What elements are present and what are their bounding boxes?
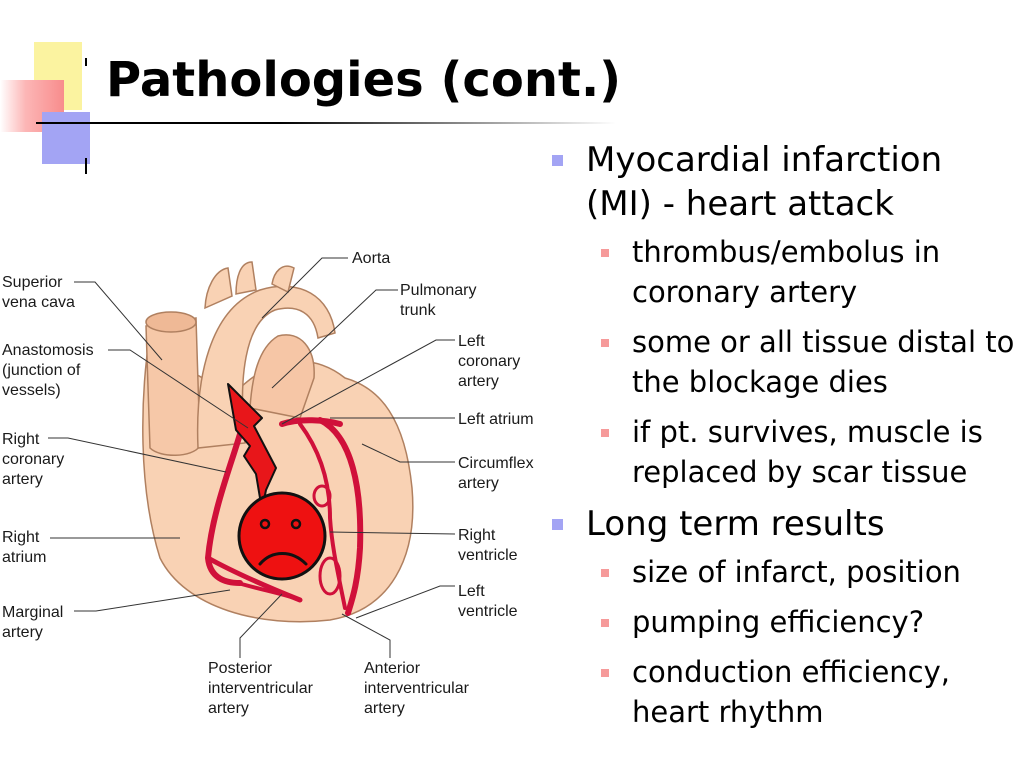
label-marginal-artery: artery — [2, 624, 43, 641]
label-right-atrium: Right — [2, 529, 40, 546]
label-anterior-interventricular-artery: interventricular — [364, 680, 470, 697]
superior-vena-cava — [145, 317, 201, 456]
bullet-list: Myocardial infarction (MI) - heart attac… — [548, 136, 1018, 742]
label-left-ventricle: ventricle — [458, 603, 518, 620]
sub-bullet-text: if pt. survives, muscle is replaced by s… — [632, 415, 983, 489]
label-posterior-interventricular-artery: Posterior — [208, 660, 273, 677]
label-right-atrium: atrium — [2, 549, 46, 566]
sub-bullet-square-icon — [601, 339, 609, 347]
sub-bullet-square-icon — [601, 429, 609, 437]
sub-bullet-square-icon — [601, 249, 609, 257]
bullet-square-icon — [552, 519, 563, 530]
label-left-atrium: Left atrium — [458, 411, 534, 428]
label-circumflex-artery: Circumflex — [458, 455, 534, 472]
label-aorta: Aorta — [352, 250, 390, 267]
label-posterior-interventricular-artery: interventricular — [208, 680, 314, 697]
coronary-arteries — [204, 417, 364, 616]
label-left-coronary-artery: artery — [458, 373, 499, 390]
sub-bullet-text: thrombus/embolus in coronary artery — [632, 235, 941, 309]
decor-tick — [85, 158, 87, 174]
sub-bullet-item: conduction efficiency, heart rhythm — [586, 652, 1018, 732]
sub-bullet-item: some or all tissue distal to the blockag… — [586, 322, 1018, 402]
slide-title: Pathologies (cont.) — [106, 52, 622, 108]
label-anastomosis: Anastomosis — [2, 342, 94, 359]
posterior-interventricular-path — [236, 581, 302, 602]
aorta-branch — [204, 267, 233, 310]
label-superior-vena-cava: vena cava — [2, 294, 75, 311]
label-anterior-interventricular-artery: Anterior — [364, 660, 421, 677]
sub-bullet-item: thrombus/embolus in coronary artery — [586, 232, 1018, 312]
vessel-loop — [318, 556, 342, 596]
sub-bullet-text: some or all tissue distal to the blockag… — [632, 325, 1015, 399]
left-coronary-artery — [279, 417, 343, 427]
sub-bullet-text: conduction efficiency, heart rhythm — [632, 655, 950, 729]
label-superior-vena-cava: Superior — [2, 274, 63, 291]
label-circumflex-artery: artery — [458, 475, 499, 492]
sub-bullet-item: pumping efficiency? — [586, 602, 1018, 642]
bullet-square-icon — [552, 155, 563, 166]
label-posterior-interventricular-artery: artery — [208, 700, 249, 717]
label-right-coronary-artery: artery — [2, 471, 43, 488]
circumflex-artery-path — [317, 417, 364, 616]
label-anastomosis: vessels) — [2, 382, 61, 399]
decor-blue-square — [42, 112, 90, 164]
heart-diagram: Aorta Superior vena cava Pulmonary trunk… — [2, 250, 534, 717]
bullet-item: Long term results size of infarct, posit… — [548, 502, 1018, 732]
sub-bullet-text: size of infarct, position — [632, 555, 961, 589]
title-underline-fade — [280, 122, 616, 124]
label-pulmonary-trunk: Pulmonary — [400, 282, 476, 299]
bullet-text: Long term results — [586, 504, 885, 544]
label-right-ventricle: Right — [458, 527, 496, 544]
heart-illustration — [142, 261, 414, 623]
pulmonary-trunk — [249, 334, 315, 419]
label-left-ventricle: Left — [458, 583, 485, 600]
label-pulmonary-trunk: trunk — [400, 302, 437, 319]
sub-bullet-square-icon — [601, 569, 609, 577]
label-left-coronary-artery: Left — [458, 333, 485, 350]
label-right-ventricle: ventricle — [458, 547, 518, 564]
label-anterior-interventricular-artery: artery — [364, 700, 405, 717]
aorta-branch — [271, 265, 295, 294]
right-coronary-artery — [204, 431, 243, 586]
bullet-text: Myocardial infarction (MI) - heart attac… — [586, 140, 943, 224]
sub-bullet-list: thrombus/embolus in coronary artery some… — [586, 232, 1018, 492]
vessel-loop — [312, 484, 332, 508]
sub-bullet-list: size of infarct, position pumping effici… — [586, 552, 1018, 732]
label-right-coronary-artery: coronary — [2, 451, 64, 468]
sub-bullet-item: if pt. survives, muscle is replaced by s… — [586, 412, 1018, 492]
leader-lines — [48, 257, 456, 658]
sub-bullet-item: size of infarct, position — [586, 552, 1018, 592]
decor-tick — [85, 58, 87, 66]
sub-bullet-square-icon — [601, 669, 609, 677]
label-right-coronary-artery: Right — [2, 431, 40, 448]
label-marginal-artery: Marginal — [2, 604, 63, 621]
bullet-item: Myocardial infarction (MI) - heart attac… — [548, 138, 1018, 492]
diagram-labels: Aorta Superior vena cava Pulmonary trunk… — [2, 250, 534, 717]
sub-bullet-square-icon — [601, 619, 609, 627]
label-anastomosis: (junction of — [2, 362, 81, 379]
vena-cava-opening — [145, 311, 197, 333]
aorta-branch — [235, 261, 257, 295]
sub-bullet-text: pumping efficiency? — [632, 605, 925, 639]
sad-face-icon — [237, 491, 327, 581]
label-left-coronary-artery: coronary — [458, 353, 520, 370]
